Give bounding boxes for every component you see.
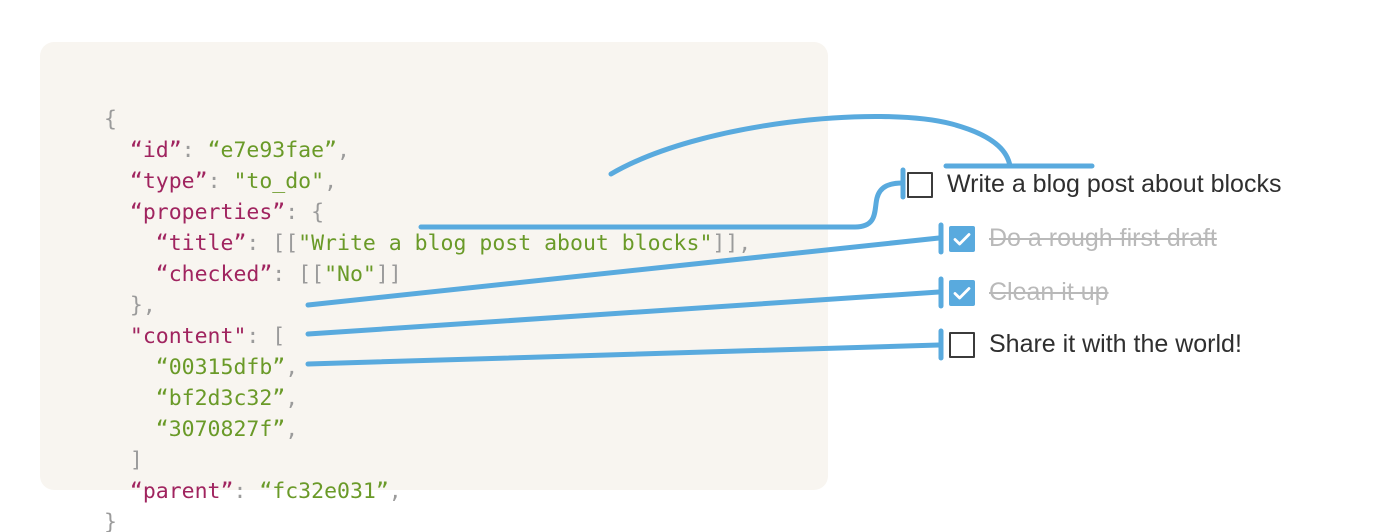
json-line: “bf2d3c32”, <box>104 383 751 414</box>
json-indent <box>104 200 130 225</box>
json-indent <box>104 355 156 380</box>
checkbox-unchecked-icon[interactable] <box>907 171 933 198</box>
checkbox-checked-icon[interactable] <box>949 279 975 306</box>
todo-item[interactable]: Share it with the world! <box>949 330 1242 359</box>
todo-item-label: Clean it up <box>989 278 1109 306</box>
json-code-block: { “id”: “e7e93fae”, “type”: "to_do", “pr… <box>104 104 751 532</box>
json-indent <box>104 169 130 194</box>
json-indent <box>104 231 156 256</box>
json-line: “id”: “e7e93fae”, <box>104 135 751 166</box>
json-string: “00315dfb” <box>155 355 286 380</box>
json-punctuation: }, <box>129 293 156 318</box>
json-line: }, <box>104 290 751 321</box>
todo-item-label: Write a blog post about blocks <box>947 170 1282 198</box>
json-punctuation: ]] <box>375 262 402 287</box>
json-line: } <box>104 507 751 532</box>
json-line: { <box>104 104 751 135</box>
json-indent <box>104 479 130 504</box>
json-key: “title” <box>155 231 247 256</box>
todo-item[interactable]: Do a rough first draft <box>949 224 1217 253</box>
checkbox-checked-icon[interactable] <box>949 225 975 252</box>
json-line: “checked”: [["No"]] <box>104 259 751 290</box>
json-string: “3070827f” <box>155 417 286 442</box>
json-punctuation: : [[ <box>272 262 325 287</box>
checkbox-unchecked-icon[interactable] <box>949 331 975 358</box>
json-string: “fc32e031” <box>259 479 389 504</box>
json-indent <box>104 138 130 163</box>
json-string: “bf2d3c32” <box>155 386 286 411</box>
json-line: “type”: "to_do", <box>104 166 751 197</box>
todo-item-label: Share it with the world! <box>989 330 1242 358</box>
json-string: “e7e93fae” <box>207 138 338 163</box>
todo-item[interactable]: Write a blog post about blocks <box>907 170 1281 199</box>
json-punctuation: ]], <box>712 231 752 256</box>
json-line: "content": [ <box>104 321 751 352</box>
json-key: "content" <box>129 324 247 349</box>
json-punctuation: , <box>285 417 299 442</box>
json-indent <box>104 386 156 411</box>
json-code-panel: { “id”: “e7e93fae”, “type”: "to_do", “pr… <box>40 42 828 532</box>
json-punctuation: : [ <box>246 324 286 349</box>
json-string: "No" <box>324 262 376 287</box>
json-key: “checked” <box>155 262 273 287</box>
json-indent <box>104 293 130 318</box>
json-indent <box>104 417 156 442</box>
json-indent <box>104 324 130 349</box>
json-punctuation: } <box>104 510 117 532</box>
json-punctuation: , <box>285 355 299 380</box>
json-punctuation: : <box>207 169 234 194</box>
json-punctuation: , <box>285 386 299 411</box>
todo-item-label: Do a rough first draft <box>989 224 1217 252</box>
json-punctuation: { <box>104 107 117 132</box>
json-indent <box>104 262 156 287</box>
json-key: “type” <box>129 169 208 194</box>
json-key: “parent” <box>129 479 234 504</box>
json-indent <box>104 448 130 473</box>
json-punctuation: , <box>324 169 338 194</box>
json-string: "to_do" <box>233 169 325 194</box>
json-punctuation: : [[ <box>246 231 299 256</box>
json-line: “title”: [["Write a blog post about bloc… <box>104 228 751 259</box>
json-line: “3070827f”, <box>104 414 751 445</box>
todo-item[interactable]: Clean it up <box>949 278 1109 307</box>
json-punctuation: : <box>233 479 260 504</box>
json-punctuation: : { <box>285 200 325 225</box>
json-line: “00315dfb”, <box>104 352 751 383</box>
json-key: “id” <box>129 138 182 163</box>
json-line: ] <box>104 445 751 476</box>
json-punctuation: , <box>388 479 402 504</box>
json-line: “parent”: “fc32e031”, <box>104 476 751 507</box>
json-line: “properties”: { <box>104 197 751 228</box>
json-string: "Write a blog post about blocks" <box>298 231 713 256</box>
json-punctuation: : <box>181 138 208 163</box>
json-punctuation: ] <box>129 448 143 473</box>
json-punctuation: , <box>337 138 350 163</box>
json-key: “properties” <box>129 200 286 225</box>
